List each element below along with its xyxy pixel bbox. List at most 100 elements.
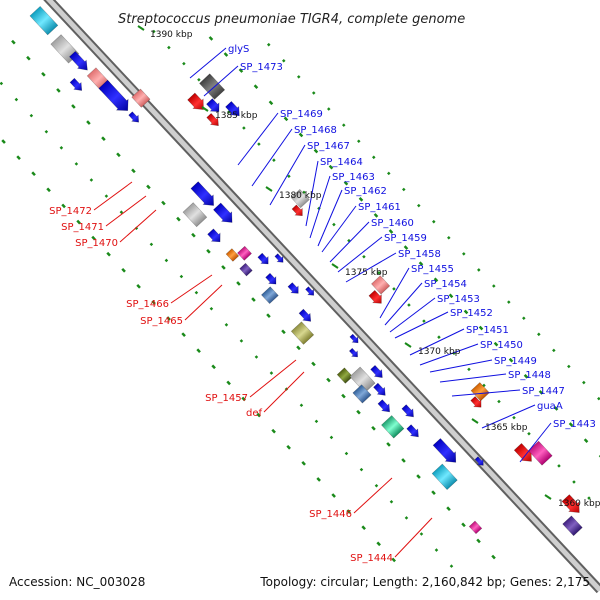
gc-dot <box>582 380 586 385</box>
gene-label[interactable]: SP_1467 <box>307 141 350 152</box>
gc-dot <box>179 274 184 279</box>
leader-line <box>409 328 465 356</box>
leader-line <box>237 112 279 166</box>
gene-label[interactable]: SP_1462 <box>344 186 387 197</box>
gc-dot <box>418 261 424 266</box>
gc-dot <box>296 75 301 79</box>
gene-label[interactable]: SP_1470 <box>75 238 118 249</box>
gene-label[interactable]: SP_1472 <box>49 206 92 217</box>
gc-dot <box>552 348 556 353</box>
gc-dot <box>362 254 366 259</box>
gene-label[interactable]: SP_1468 <box>294 125 337 136</box>
gene-label[interactable]: SP_1453 <box>437 294 480 305</box>
gene-label[interactable]: SP_1460 <box>371 218 414 229</box>
gene-label[interactable]: SP_1469 <box>280 109 323 120</box>
gene-label[interactable]: SP_1466 <box>126 299 169 310</box>
gc-dot <box>211 364 216 370</box>
gc-dot <box>104 194 109 198</box>
gc-dot <box>527 431 531 436</box>
gene-block <box>239 262 253 277</box>
gene-label[interactable]: SP_1443 <box>553 419 596 430</box>
tick-1360: 1360 kbp <box>558 499 600 509</box>
gc-dot <box>326 377 331 383</box>
gc-dot <box>287 174 291 179</box>
gc-dot <box>152 29 156 34</box>
leader-line <box>119 209 157 243</box>
gene-label[interactable]: SP_1457 <box>205 393 248 404</box>
gene-label[interactable]: SP_1463 <box>332 172 375 183</box>
tick-mark <box>404 342 412 348</box>
gene-label[interactable]: SP_1444 <box>350 553 393 564</box>
leader-line <box>394 311 449 339</box>
gene-label[interactable]: SP_1464 <box>320 157 363 168</box>
tick-1370: 1370 kbp <box>418 347 461 357</box>
gc-dot <box>286 444 291 450</box>
gene-block <box>261 286 279 305</box>
gene-arrow <box>69 50 88 71</box>
gene-arrow <box>69 77 83 91</box>
gene-label[interactable]: SP_1454 <box>424 279 467 290</box>
gene-block <box>371 275 391 295</box>
leader-line <box>321 205 357 253</box>
leader-line <box>189 47 227 79</box>
gene-label[interactable]: SP_1455 <box>411 264 454 275</box>
gc-dot <box>1 139 6 144</box>
leader-line <box>269 144 306 206</box>
gene-label[interactable]: guaA <box>537 401 563 412</box>
gc-dot <box>387 171 391 176</box>
gc-dot <box>343 180 349 186</box>
gc-dot <box>206 248 211 254</box>
gc-dot <box>572 480 576 484</box>
gene-arrow <box>98 79 129 111</box>
gc-dot <box>386 442 391 447</box>
gene-label[interactable]: SP_1450 <box>480 340 523 351</box>
gene-arrow <box>373 382 386 396</box>
gene-arrow <box>348 347 358 358</box>
gc-dot <box>0 81 4 86</box>
gene-feature <box>225 101 240 117</box>
gene-label[interactable]: SP_1448 <box>508 370 551 381</box>
gc-dot <box>388 229 394 234</box>
gene-feature <box>371 275 391 295</box>
gene-arrow <box>287 282 299 294</box>
tick-1380: 1380 kbp <box>279 191 322 201</box>
gene-label[interactable]: glyS <box>228 44 249 55</box>
gc-dot <box>257 142 261 146</box>
gene-feature <box>298 308 312 322</box>
gene-label[interactable]: SP_1449 <box>494 356 537 367</box>
gene-feature <box>305 286 315 296</box>
gene-label[interactable]: def <box>246 408 263 419</box>
gene-arrow <box>207 228 221 243</box>
gene-label[interactable]: SP_1471 <box>61 222 104 233</box>
gc-dot <box>316 477 321 482</box>
gc-dot <box>492 284 496 288</box>
gene-label[interactable]: SP_1473 <box>240 62 283 73</box>
leader-line <box>329 221 370 263</box>
topology-text: Topology: circular; Length: 2,160,842 bp… <box>259 575 590 589</box>
gc-dot <box>11 39 16 45</box>
gene-label[interactable]: SP_1465 <box>140 316 183 327</box>
gc-dot <box>283 116 289 122</box>
gene-feature <box>401 404 414 418</box>
leader-line <box>93 181 133 211</box>
gene-label[interactable]: SP_1451 <box>466 325 509 336</box>
gene-label[interactable]: SP_1446 <box>309 509 352 520</box>
gene-block <box>182 202 208 228</box>
leader-line <box>337 236 383 273</box>
gc-dot <box>136 284 141 289</box>
gc-dot <box>391 557 396 563</box>
gene-feature <box>368 289 382 304</box>
gene-feature <box>349 333 359 344</box>
gene-block <box>290 321 315 345</box>
gc-dot <box>359 467 364 472</box>
gene-arrow <box>298 308 312 322</box>
gene-label[interactable]: SP_1452 <box>450 308 493 319</box>
leader-line <box>170 274 213 304</box>
gene-label[interactable]: SP_1459 <box>384 233 427 244</box>
gc-dot <box>31 171 36 177</box>
gene-label[interactable]: SP_1447 <box>522 386 565 397</box>
gene-label[interactable]: SP_1461 <box>358 202 401 213</box>
gene-label[interactable]: SP_1458 <box>398 249 441 260</box>
gene-feature <box>373 382 386 396</box>
